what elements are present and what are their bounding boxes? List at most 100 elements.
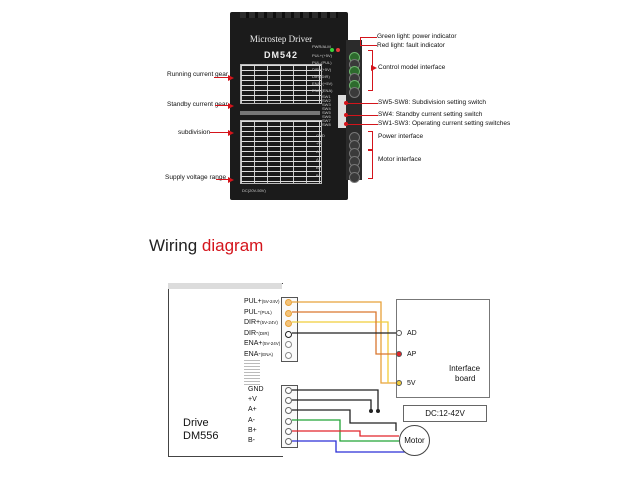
drive-box-top: [168, 283, 282, 289]
pin-screw-icon: [285, 299, 292, 306]
wiring-heading: Wiring diagram: [149, 236, 264, 255]
signal-pin-label: PUL-(PUL): [244, 308, 272, 316]
green-led-icon: [330, 48, 334, 52]
pin-screw-icon: [285, 320, 292, 327]
pin-screw-icon: [285, 438, 292, 445]
callout-red-light: Red light: fault indicator: [377, 42, 445, 49]
pin-screw-icon: [285, 309, 292, 317]
switch-label: SW4: [322, 106, 331, 111]
drive-box: [168, 283, 283, 457]
switch-toggle-icon: [338, 99, 346, 104]
power-terminal-label: A-: [316, 157, 320, 162]
pin-screw-icon: [285, 407, 292, 415]
callout-power: Power interface: [378, 133, 424, 140]
terminal-label: PUL+(+5V): [312, 53, 333, 58]
interface-label: Interface: [449, 364, 481, 373]
drive-vent: [244, 360, 260, 386]
arrow-right-icon: [228, 176, 234, 183]
power-terminal-label: B+: [316, 165, 322, 170]
switch-label: SW5: [322, 110, 331, 115]
terminal-top-label: PWR/ALM: [312, 44, 331, 49]
drive-label: Drive: [183, 417, 209, 429]
callout-subdivision: subdivision: [178, 129, 211, 136]
terminal-label: ENA+(+5V): [312, 81, 333, 86]
arrow-right-icon: [228, 129, 234, 136]
terminal-screw-icon: [349, 87, 360, 98]
standby-text-strip: [240, 111, 320, 115]
motor: Motor: [399, 425, 430, 456]
pin-5v-icon: [396, 380, 402, 386]
power-pin-label: A-: [248, 416, 255, 424]
interface-label-board: board: [455, 374, 476, 383]
voltage-text: DC(20V-50V): [242, 188, 266, 193]
heatsink-fins: [240, 12, 338, 18]
switch-toggle-icon: [338, 119, 346, 124]
switch-toggle-icon: [338, 103, 346, 108]
subdivision-table: [240, 120, 322, 184]
wire-pul-plus: [292, 301, 398, 384]
callout-control: Control model interface: [378, 64, 446, 71]
power-pin-label: +V: [248, 396, 257, 404]
switch-label: SW8: [322, 122, 331, 127]
drive-model-label: DM556: [183, 430, 219, 442]
switch-label: SW7: [322, 118, 331, 123]
switch-label: SW2: [322, 98, 331, 103]
interface-pin-ad: AD: [407, 330, 417, 337]
pin-ap-icon: [396, 351, 402, 357]
wire-gnd: [292, 389, 379, 411]
power-terminal-label: A+: [316, 149, 322, 154]
pin-screw-icon: [285, 341, 292, 348]
switch-label: SW1: [322, 94, 331, 99]
pin-screw-icon: [285, 427, 292, 435]
callout-motor: Motor interface: [378, 156, 422, 163]
signal-pin-label: DIR+(5V-24V): [244, 319, 278, 326]
dc-supply: DC:12-42V: [403, 405, 487, 422]
interface-pin-ap: AP: [407, 351, 417, 358]
driver-title: Microstep Driver: [249, 34, 313, 44]
callout-standby: Standby current gear: [167, 101, 228, 108]
pin-ad-icon: [396, 330, 402, 336]
wire-b-plus: [292, 430, 399, 437]
terminal-label: DIR-(DIR): [312, 74, 330, 79]
interface-pin-5v: 5V: [407, 380, 416, 387]
switch-label: SW3: [322, 102, 331, 107]
pin-screw-icon: [285, 387, 292, 394]
power-pin-label: A+: [248, 406, 257, 414]
power-terminal-label: +V: [316, 141, 322, 146]
power-pin-label: B+: [248, 426, 257, 434]
driver-model: DM542: [263, 50, 298, 60]
power-terminal-label: B-: [316, 173, 320, 178]
arrow-right-icon: [228, 102, 234, 109]
terminal-label: ENA-(ENA): [312, 88, 333, 93]
wire-b-minus: [292, 440, 414, 454]
callout-sw58: SW5-SW8: Subdivision setting switch: [378, 99, 487, 106]
interface-board: [396, 299, 490, 398]
power-terminal-label: GND: [316, 133, 325, 138]
power-pin-label: GND: [248, 386, 264, 393]
switch-toggle-icon: [338, 107, 346, 112]
callout-sw13: SW1-SW3: Operating current setting switc…: [378, 120, 511, 127]
wire-v: [292, 399, 372, 411]
switch-label: SW6: [322, 114, 331, 119]
switch-toggle-icon: [338, 115, 346, 120]
callout-green-light: Green light: power indicator: [377, 33, 457, 40]
driver-body: Microstep Driver DM542 DC(20V-50V): [230, 12, 348, 200]
signal-pin-label: ENA+(5V-24V): [244, 340, 281, 347]
power-pin-label: B-: [248, 437, 255, 444]
pin-screw-icon: [285, 417, 292, 425]
terminal-label: DIR+(+5V): [312, 67, 332, 72]
red-led-icon: [336, 48, 340, 52]
signal-pin-label: PUL+(5V-24V): [244, 298, 280, 305]
wire-a-plus: [292, 409, 397, 431]
current-table: [240, 64, 322, 104]
terminal-label: PUL-(PUL): [312, 60, 332, 65]
arrow-right-icon: [228, 74, 234, 81]
callout-supply: Supply voltage range: [165, 174, 227, 181]
switch-toggle-icon: [338, 123, 346, 128]
pin-screw-icon: [285, 397, 292, 405]
callout-sw4: SW4: Standby current setting switch: [378, 111, 483, 118]
callout-running: Running current gear: [167, 71, 229, 78]
signal-pin-label: ENA-(ENA): [244, 350, 273, 358]
signal-pin-label: DIR-(DIR): [244, 329, 270, 337]
